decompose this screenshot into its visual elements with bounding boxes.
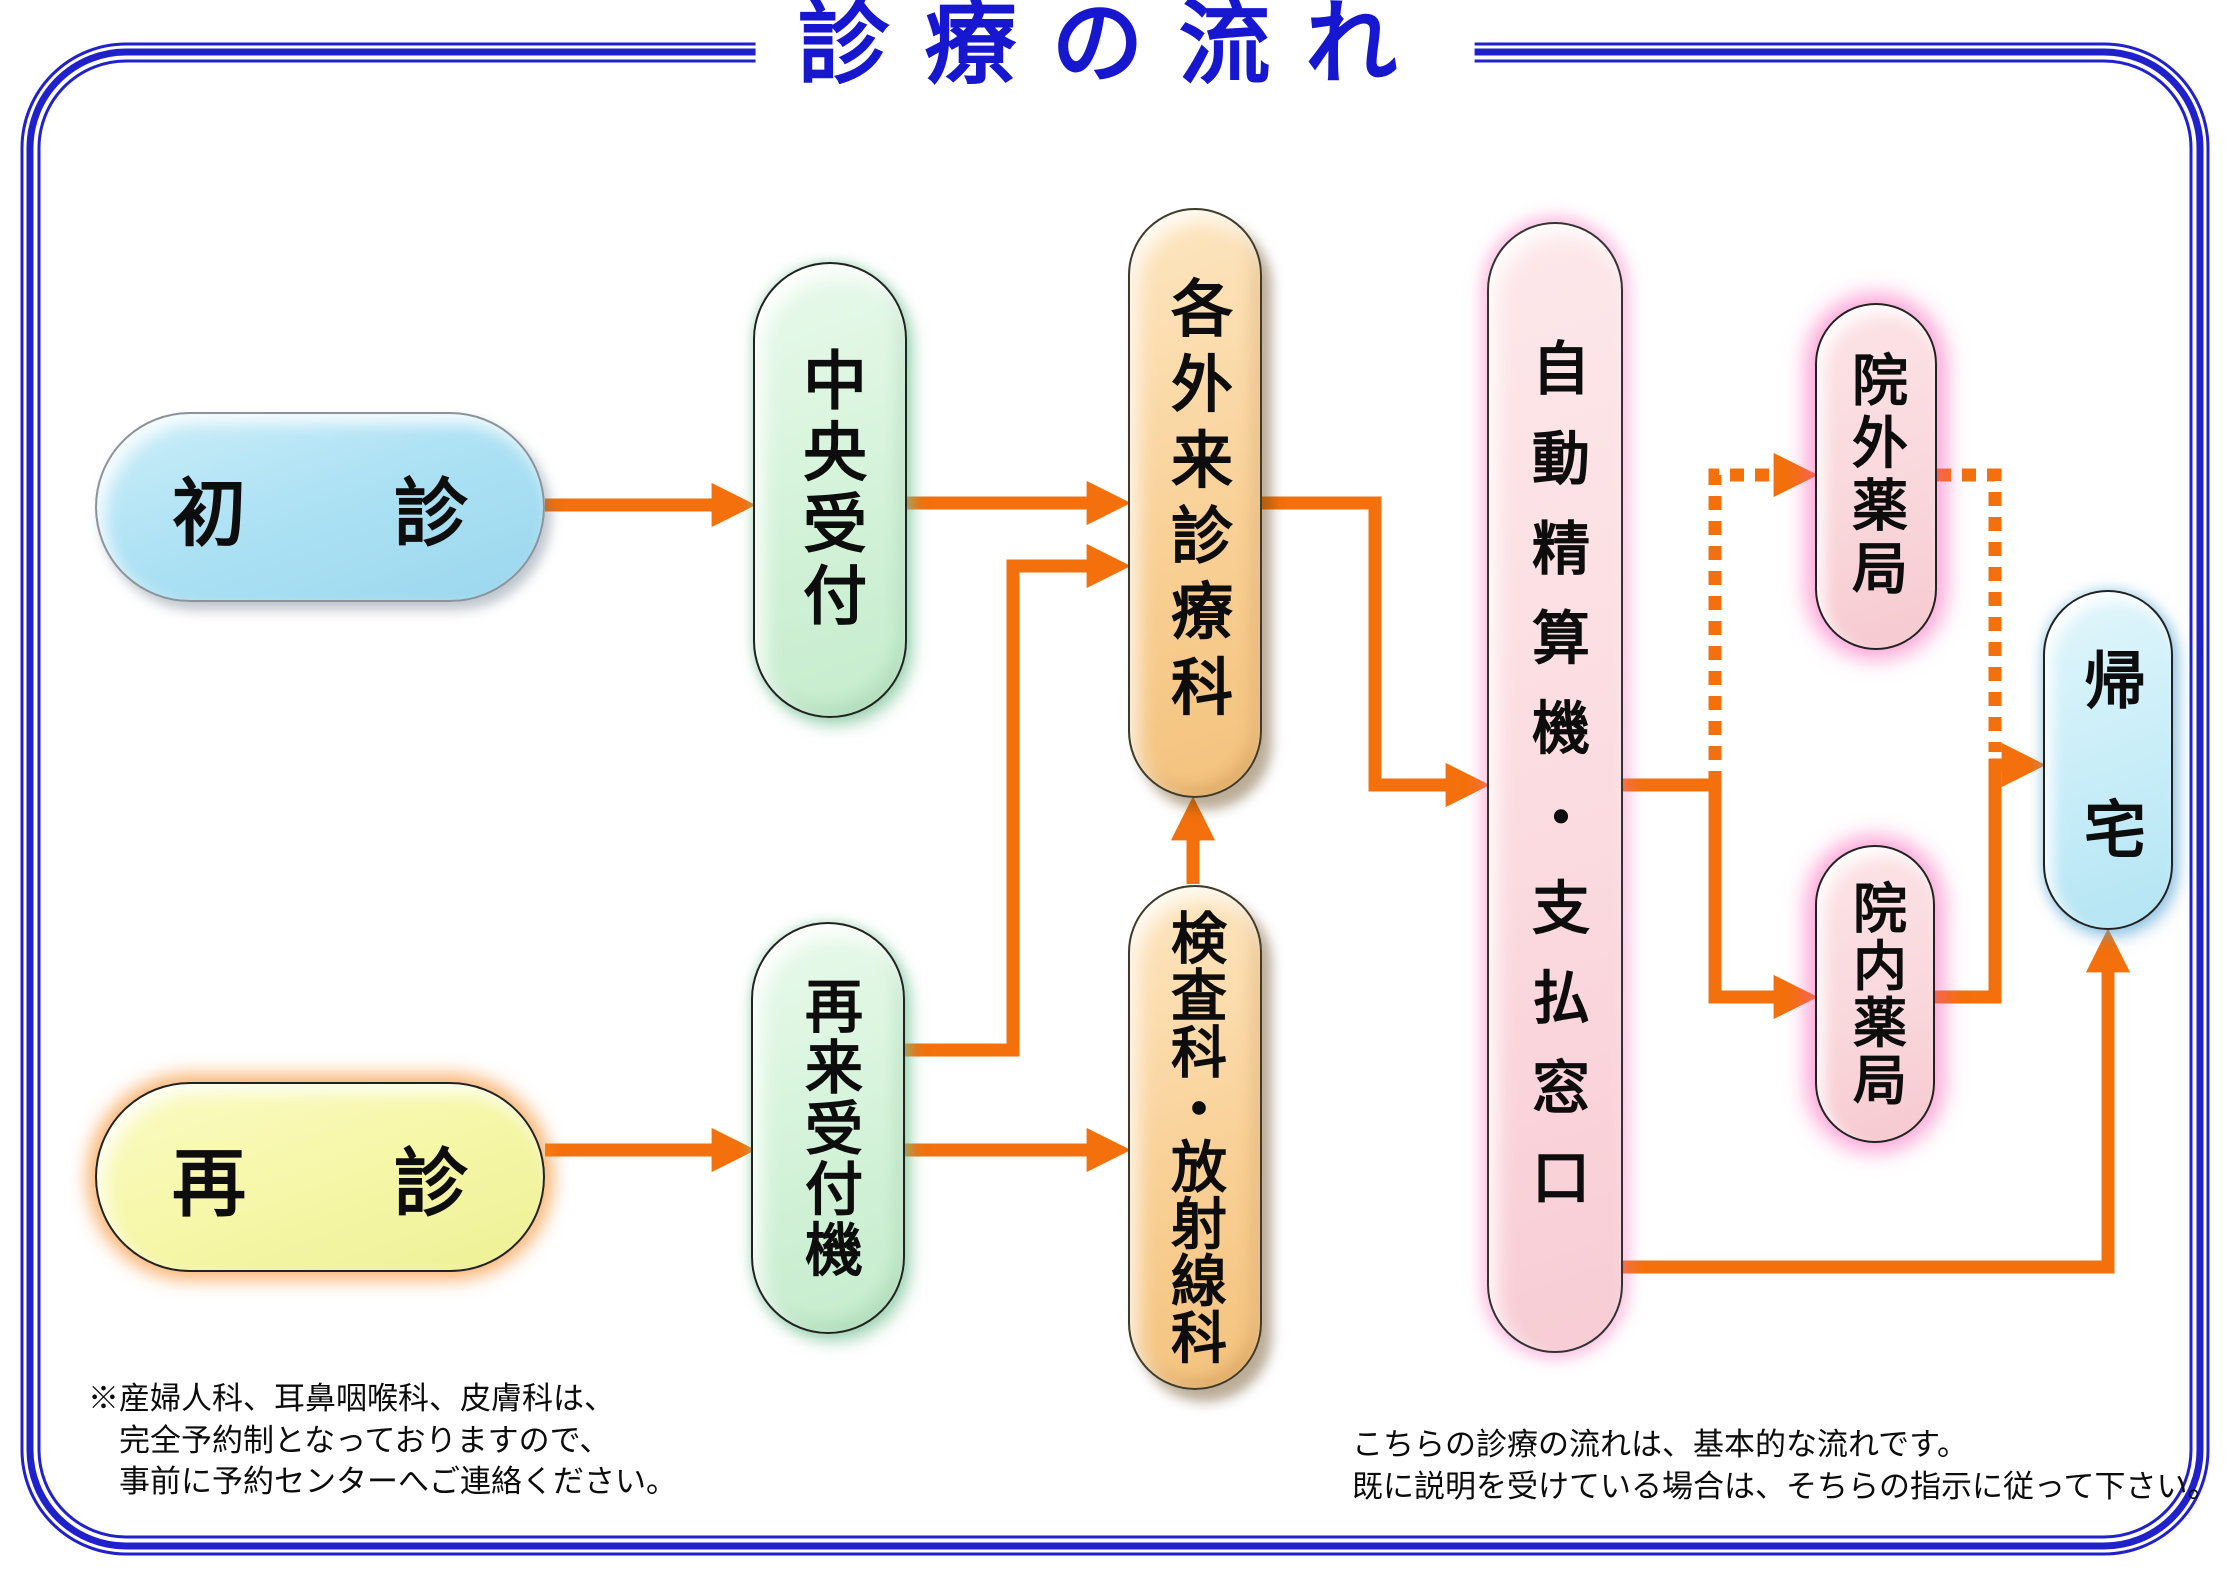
node-return-reception-machine: 再来受付機 [751, 922, 905, 1334]
note-reservation-line-2: 完全予約制となっておりますので、 [88, 1422, 611, 1458]
node-outside-pharmacy: 院外薬局 [1815, 303, 1937, 650]
node-central-reception: 中央受付 [753, 262, 907, 718]
arrow-inside-pharmacy-to-gohome [1935, 742, 2046, 1004]
note-basic-flow-line-1: こちらの診療の流れは、基本的な流れです。 [1352, 1427, 1968, 1462]
node-first-visit: 初 診 [95, 412, 545, 602]
arrow-junction-to-inside-pharmacy [1708, 785, 1818, 1020]
line-dotted-outside-pharmacy-to-gohome-corner [1937, 468, 2002, 752]
arrow-outpatient-to-payment [1262, 496, 1490, 808]
node-lab-radiology: 検査科・放射線科 [1128, 885, 1262, 1390]
note-reservation-line-3: 事前に予約センターへご連絡ください。 [88, 1464, 677, 1500]
node-outpatient-departments: 各外来診療科 [1128, 208, 1262, 798]
node-inside-pharmacy: 院内薬局 [1815, 845, 1935, 1143]
page-border-middle-line [26, 48, 2204, 1550]
note-reservation-required: ※産婦人科、耳鼻咽喉科、皮膚科は、 完全予約制となっておりますので、 事前に予約… [88, 1378, 677, 1503]
arrow-dotted-junction-to-outside-pharmacy [1708, 452, 1818, 785]
node-auto-payment-window: 自動精算機・支払窓口 [1487, 222, 1623, 1353]
page-border-outer-line [20, 42, 2210, 1556]
node-go-home: 帰 宅 [2043, 590, 2173, 930]
arrow-return-machine-to-outpatient [903, 543, 1131, 1057]
note-basic-flow-line-2: 既に説明を受けている場合は、そちらの指示に従って下さい。 [1352, 1468, 2219, 1504]
page-border-inner-line [37, 59, 2193, 1539]
note-basic-flow: こちらの診療の流れは、基本的な流れです。 既に説明を受けている場合は、そちらの指… [1352, 1424, 2218, 1507]
node-return-visit: 再 診 [95, 1082, 545, 1272]
note-reservation-line-1: ※産婦人科、耳鼻咽喉科、皮膚科は、 [88, 1381, 615, 1416]
page-title: 診療の流れ [755, 0, 1475, 96]
